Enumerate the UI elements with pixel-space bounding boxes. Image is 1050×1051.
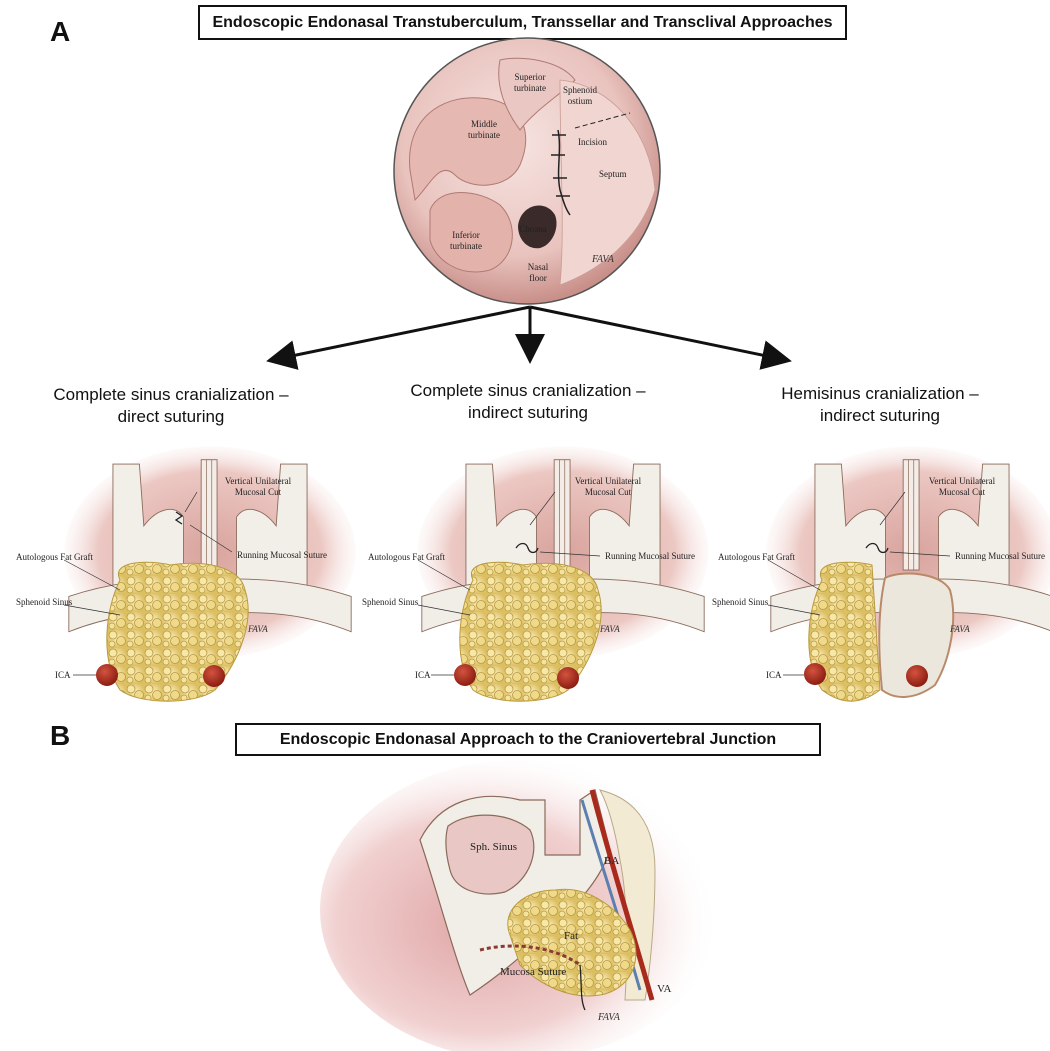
signature-1: FAVA: [247, 624, 268, 634]
svg-text:floor: floor: [529, 273, 547, 283]
label-fat-b: Fat: [564, 930, 578, 942]
column-1-title: Complete sinus cranialization – direct s…: [53, 385, 289, 426]
label-mucosal-cut-3: Vertical Unilateral: [929, 476, 996, 486]
ica-right-2: [557, 667, 579, 689]
signature-2: FAVA: [599, 624, 620, 634]
label-fat-3: Autologous Fat Graft: [718, 552, 795, 562]
label-mucosa-suture: Mucosa Suture: [500, 966, 566, 978]
label-septum: Septum: [599, 169, 627, 179]
label-suture-2: Running Mucosal Suture: [605, 551, 695, 561]
column-3-title: Hemisinus cranialization – indirect sutu…: [781, 384, 979, 425]
svg-text:turbinate: turbinate: [514, 83, 546, 93]
label-sinus-2: Sphenoid Sinus: [362, 597, 419, 607]
ica-left-3: [804, 663, 826, 685]
ica-right-3: [906, 665, 928, 687]
panel-a-letter: A: [50, 16, 71, 47]
sagittal-craniovertebral-view: Sph. Sinus BA Fat Mucosa Suture VA FAVA: [320, 760, 720, 1051]
ica-right: [203, 665, 225, 687]
label-suture-3: Running Mucosal Suture: [955, 551, 1045, 561]
svg-text:Mucosal Cut: Mucosal Cut: [939, 487, 986, 497]
signature-3: FAVA: [949, 624, 970, 634]
schematic-direct-suturing: Vertical Unilateral Mucosal Cut Running …: [16, 445, 357, 702]
label-ica-3: ICA: [766, 670, 782, 680]
label-fat-1: Autologous Fat Graft: [16, 552, 93, 562]
signature-endoscope: FAVA: [591, 254, 615, 265]
label-superior-turbinate: Superior: [515, 72, 546, 82]
label-ba: BA: [604, 855, 619, 867]
ica-left-2: [454, 664, 476, 686]
label-ica-2: ICA: [415, 670, 431, 680]
label-sphenoid-ostium: Sphenoid: [563, 85, 598, 95]
svg-text:Mucosal Cut: Mucosal Cut: [235, 487, 282, 497]
label-sinus-3: Sphenoid Sinus: [712, 597, 769, 607]
branch-arrows: [266, 305, 792, 370]
column-2-title: Complete sinus cranialization – indirect…: [410, 381, 646, 422]
svg-text:turbinate: turbinate: [468, 130, 500, 140]
label-mucosal-cut-2: Vertical Unilateral: [575, 476, 642, 486]
panel-b-title: Endoscopic Endonasal Approach to the Cra…: [235, 723, 821, 756]
label-suture-1: Running Mucosal Suture: [237, 550, 327, 560]
svg-text:Mucosal Cut: Mucosal Cut: [585, 487, 632, 497]
panel-b-letter: B: [50, 720, 71, 751]
signature-b: FAVA: [597, 1012, 621, 1023]
label-middle-turbinate: Middle: [471, 119, 497, 129]
svg-text:ostium: ostium: [568, 96, 593, 106]
label-sinus-1: Sphenoid Sinus: [16, 597, 73, 607]
label-nasal-floor: Nasal: [528, 262, 549, 272]
endoscopic-view: Superior turbinate Sphenoid ostium Middl…: [393, 37, 661, 305]
svg-text:turbinate: turbinate: [450, 241, 482, 251]
label-fat-2: Autologous Fat Graft: [368, 552, 445, 562]
label-choana: Choana: [519, 224, 547, 234]
schematic-hemisinus: Vertical Unilateral Mucosal Cut Running …: [712, 445, 1050, 702]
label-incision: Incision: [578, 137, 607, 147]
label-va: VA: [657, 983, 672, 995]
label-sph-sinus: Sph. Sinus: [470, 841, 517, 853]
schematic-indirect-suturing: Vertical Unilateral Mucosal Cut Running …: [362, 445, 710, 702]
ica-left: [96, 664, 118, 686]
label-ica-1: ICA: [55, 670, 71, 680]
label-inferior-turbinate: Inferior: [452, 230, 479, 240]
label-mucosal-cut-1: Vertical Unilateral: [225, 476, 292, 486]
